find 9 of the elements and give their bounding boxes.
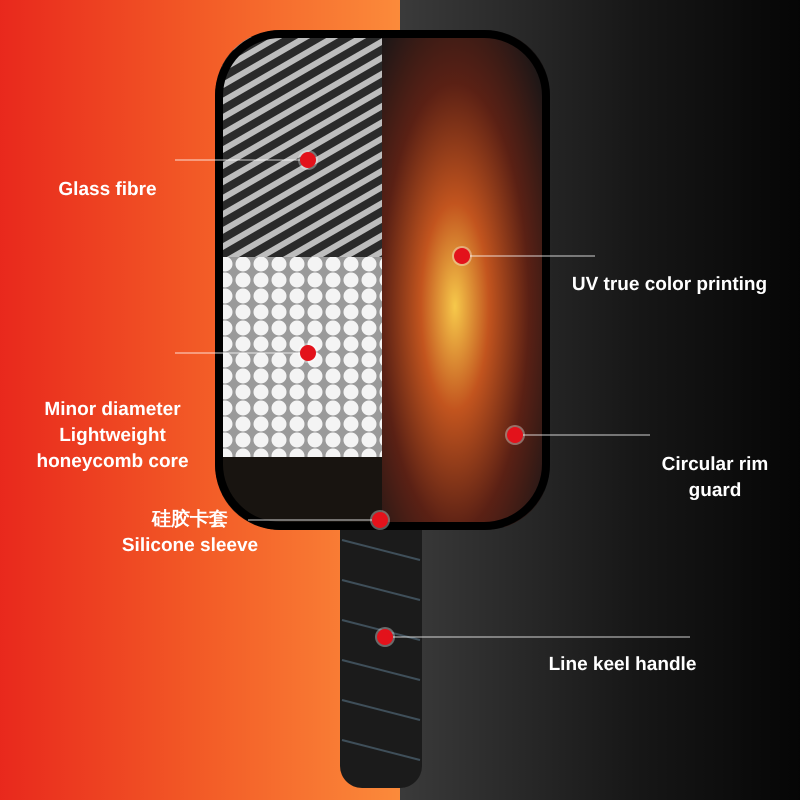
callout-label: 硅胶卡套: [150, 508, 229, 532]
leader-line: [522, 434, 650, 436]
callout-label: Line keel handle: [548, 653, 698, 677]
callout-label: Minor diameter Lightweight honeycomb core: [35, 398, 190, 474]
callout-label: Circular rim guard: [660, 453, 770, 503]
callout-label: UV true color printing: [570, 273, 768, 297]
callout-label: Silicone sleeve: [120, 534, 260, 558]
leader-line: [392, 636, 690, 638]
callout-label: Glass fibre: [57, 178, 158, 202]
